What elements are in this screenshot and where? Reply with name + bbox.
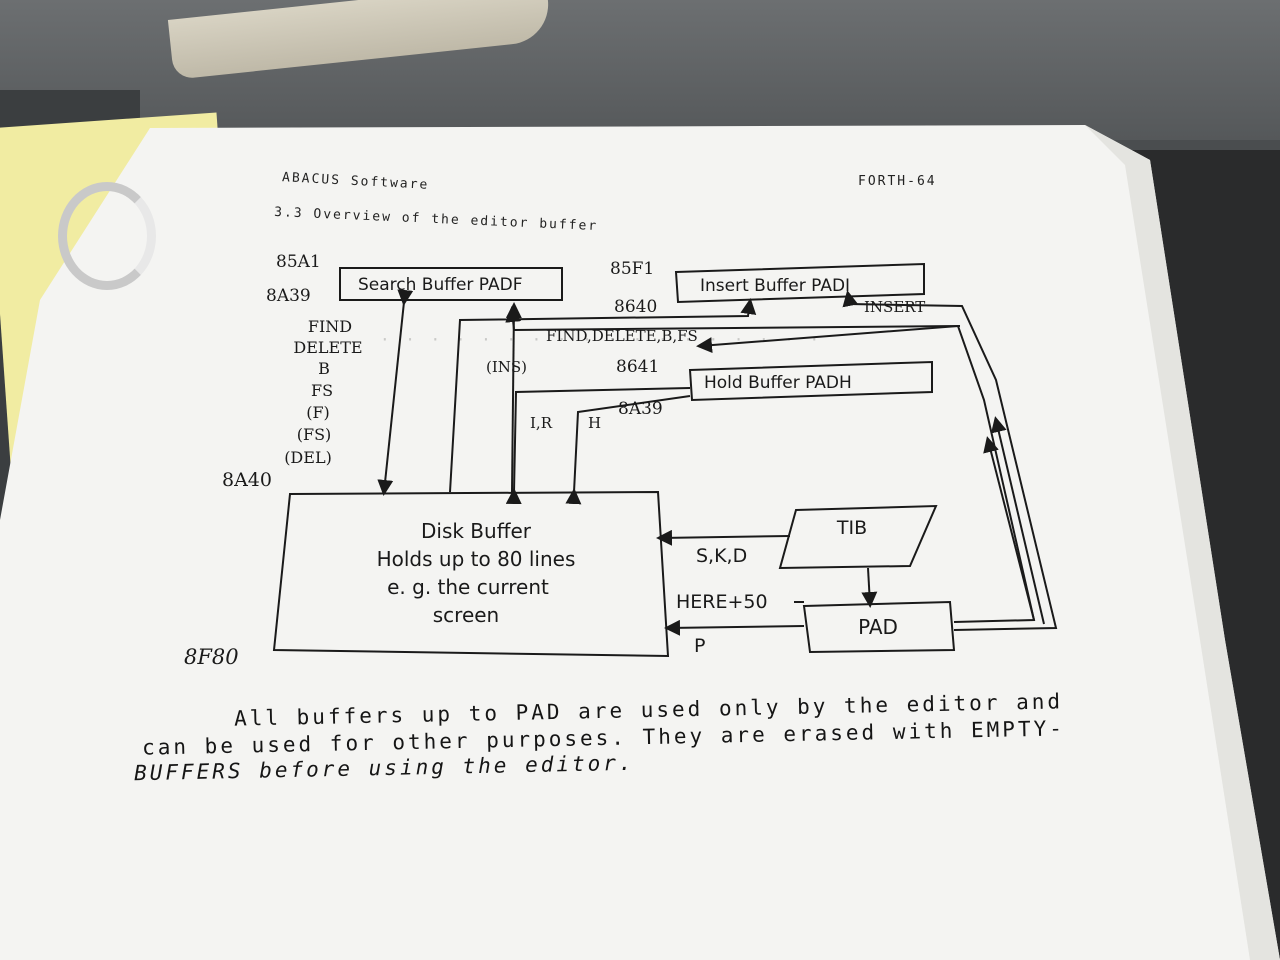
label-h: H xyxy=(588,414,601,432)
search-buffer-box xyxy=(339,267,563,301)
pad-box xyxy=(802,600,956,654)
cmd-f-paren: (F) xyxy=(306,403,330,422)
cmd-fs-paren: (FS) xyxy=(297,425,332,444)
pad-label: PAD xyxy=(858,615,898,639)
addr-85A1: 85A1 xyxy=(276,252,321,272)
addr-8A40: 8A40 xyxy=(222,469,272,491)
addr-8A39-top: 8A39 xyxy=(266,286,311,306)
disk-buffer-line1: Disk Buffer xyxy=(421,519,532,543)
label-here50: HERE+50 xyxy=(676,591,768,613)
label-skd: S,K,D xyxy=(696,545,747,567)
disk-buffer-line3: e. g. the current xyxy=(387,575,549,599)
insert-buffer-box xyxy=(674,262,925,304)
cmd-b: B xyxy=(318,359,330,378)
tib-label: TIB xyxy=(836,517,867,539)
header-right: FORTH-64 xyxy=(858,174,937,189)
cmd-del-paren: (DEL) xyxy=(284,448,332,467)
label-find-delete: FIND,DELETE,B,FS xyxy=(546,327,698,345)
cmd-fs: FS xyxy=(311,381,333,400)
hold-buffer-box xyxy=(688,360,933,402)
insert-buffer-label: Insert Buffer PADI xyxy=(700,276,850,296)
label-p: P xyxy=(694,635,705,657)
addr-8641: 8641 xyxy=(616,357,659,377)
cmd-delete: DELETE xyxy=(293,338,362,357)
disk-buffer-line4: screen xyxy=(433,603,499,627)
addr-85F1: 85F1 xyxy=(610,259,654,279)
addr-8F80: 8F80 xyxy=(184,645,239,669)
label-insert: INSERT xyxy=(864,298,925,316)
hold-buffer-label: Hold Buffer PADH xyxy=(704,373,852,393)
addr-8640: 8640 xyxy=(614,297,657,317)
tib-box xyxy=(778,504,938,570)
disk-buffer-line2: Holds up to 80 lines xyxy=(377,547,576,571)
disk-buffer-box xyxy=(272,490,670,658)
addr-8A39-mid: 8A39 xyxy=(618,399,663,419)
label-ins: (INS) xyxy=(486,358,527,376)
binder-ring xyxy=(58,182,156,290)
cmd-find: FIND xyxy=(308,317,352,336)
search-buffer-label: Search Buffer PADF xyxy=(358,275,522,295)
label-ir: I,R xyxy=(530,414,553,432)
